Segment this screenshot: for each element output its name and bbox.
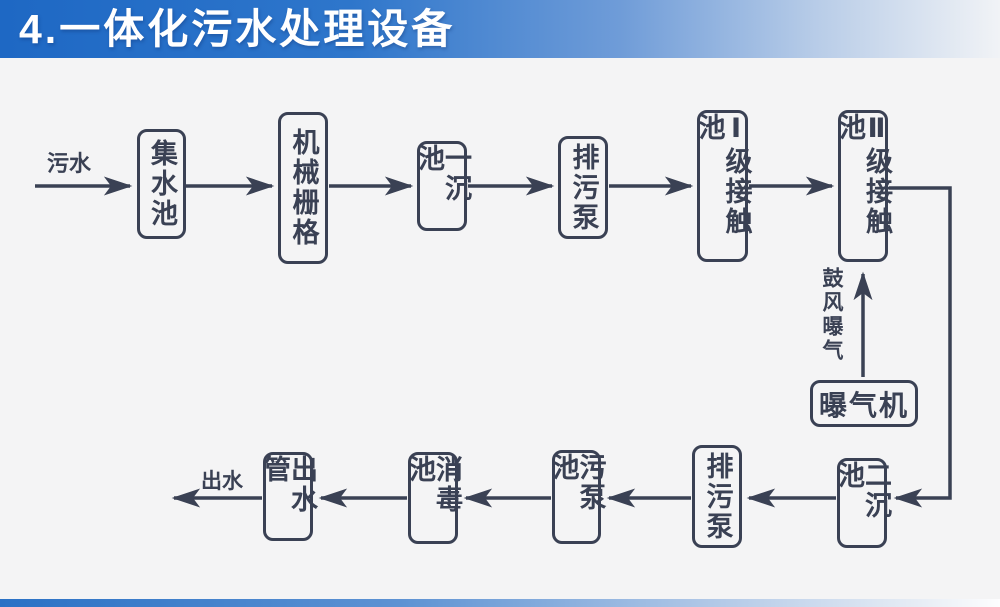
node-level1-contact-tank: Ⅰ级接触池 — [695, 110, 752, 262]
slide-header: 4.一体化污水处理设备 — [0, 0, 1000, 58]
node-disinfection-tank: 消毒池 — [405, 452, 462, 544]
inflow-label: 污水 — [47, 151, 92, 176]
node-aerator: 曝气机 — [810, 380, 918, 427]
flow-arrow-elbow — [889, 186, 952, 508]
node-primary-sedimentation-tank: 一沉池 — [414, 141, 471, 231]
node-collection-tank: 集水池 — [137, 129, 186, 239]
node-level2-contact-tank: Ⅱ级接触池 — [835, 110, 892, 262]
outflow-label: 出水 — [201, 470, 243, 493]
node-sewage-pump-bottom: 排污泵 — [692, 445, 742, 548]
node-mechanical-grid: 机械栅格 — [278, 112, 328, 264]
node-sewage-pump-top: 排污泵 — [558, 136, 608, 239]
aeration-label: 鼓风曝气 — [820, 267, 843, 363]
node-outlet-pipe: 出水管 — [260, 452, 317, 541]
slide-title: 4.一体化污水处理设备 — [19, 6, 456, 52]
footer-stripe — [0, 599, 1000, 607]
node-secondary-sedimentation-tank: 二沉池 — [834, 458, 891, 548]
node-sewage-pump-tank: 污泵池 — [549, 450, 606, 544]
